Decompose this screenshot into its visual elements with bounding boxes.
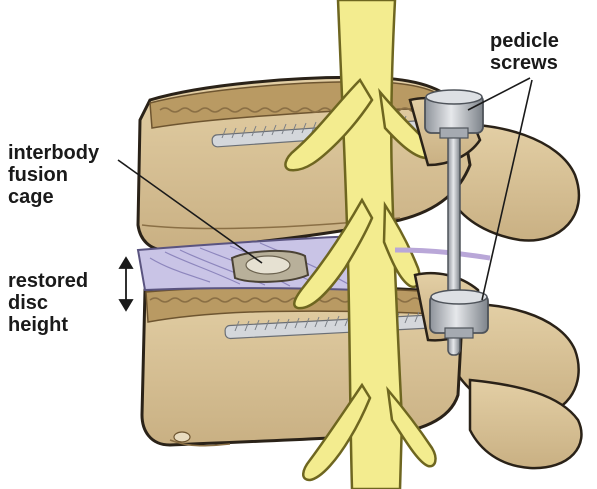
screw-leader-line-lower xyxy=(481,79,533,301)
cage-label-line-3: cage xyxy=(8,186,54,208)
disc-label-line-2: disc xyxy=(8,292,49,314)
disc-height-label: restored disc height xyxy=(8,270,88,336)
double-arrow-icon xyxy=(118,256,134,312)
pedicle-screw-system xyxy=(424,89,489,356)
pedicle-screws-label: pedicle screws xyxy=(490,30,559,74)
leader-lines xyxy=(117,77,533,301)
disc-label-line-3: height xyxy=(8,314,68,336)
upper-screw-head xyxy=(424,89,484,139)
disc-space xyxy=(136,234,361,292)
interbody-fusion-cage xyxy=(230,249,310,283)
cage-label-line-1: interbody xyxy=(8,142,100,164)
screws-label-line-1: pedicle xyxy=(490,30,559,52)
cage-leader-line xyxy=(117,159,263,264)
cage-label-line-2: fusion xyxy=(8,164,68,186)
screw-leader-line-upper xyxy=(467,77,531,111)
screws-label-line-2: screws xyxy=(490,52,558,74)
nerves xyxy=(284,0,491,489)
cage-label: interbody fusion cage xyxy=(8,142,99,208)
disc-label-line-1: restored xyxy=(8,270,89,292)
lower-screw-head xyxy=(429,289,489,339)
